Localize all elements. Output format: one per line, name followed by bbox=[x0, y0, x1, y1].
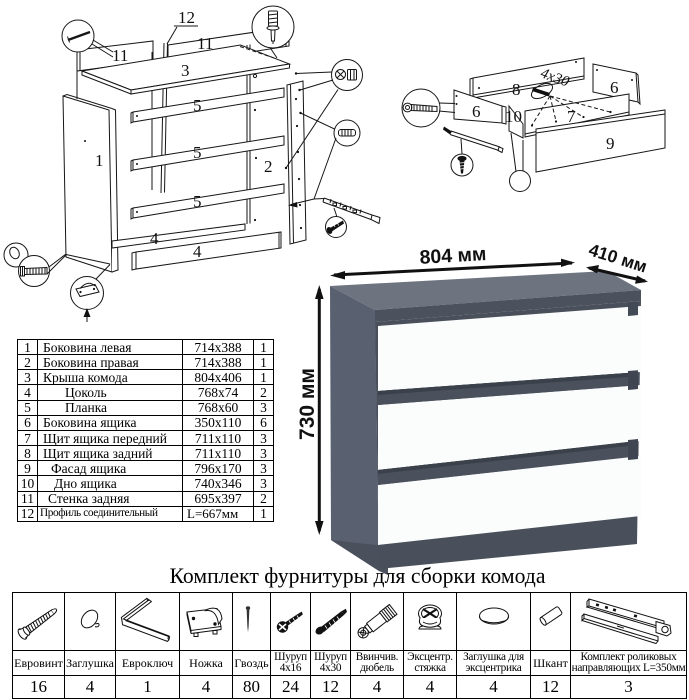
svg-text:9: 9 bbox=[606, 134, 615, 153]
svg-text:730 мм: 730 мм bbox=[296, 368, 319, 440]
svg-text:2: 2 bbox=[264, 157, 273, 176]
svg-text:6: 6 bbox=[472, 102, 481, 121]
svg-text:4: 4 bbox=[193, 242, 202, 261]
svg-text:5: 5 bbox=[193, 143, 202, 162]
svg-text:11: 11 bbox=[197, 34, 213, 53]
svg-text:1: 1 bbox=[95, 151, 104, 170]
svg-text:5: 5 bbox=[193, 96, 202, 115]
svg-text:7: 7 bbox=[567, 107, 576, 126]
svg-text:11: 11 bbox=[112, 46, 128, 65]
svg-text:3: 3 bbox=[181, 61, 190, 80]
svg-text:5: 5 bbox=[193, 192, 202, 211]
svg-text:4: 4 bbox=[150, 229, 159, 248]
svg-text:6: 6 bbox=[610, 78, 619, 97]
svg-text:8: 8 bbox=[512, 80, 521, 99]
svg-text:12: 12 bbox=[178, 8, 195, 27]
svg-text:804 мм: 804 мм bbox=[419, 243, 487, 269]
svg-text:10: 10 bbox=[505, 107, 522, 126]
